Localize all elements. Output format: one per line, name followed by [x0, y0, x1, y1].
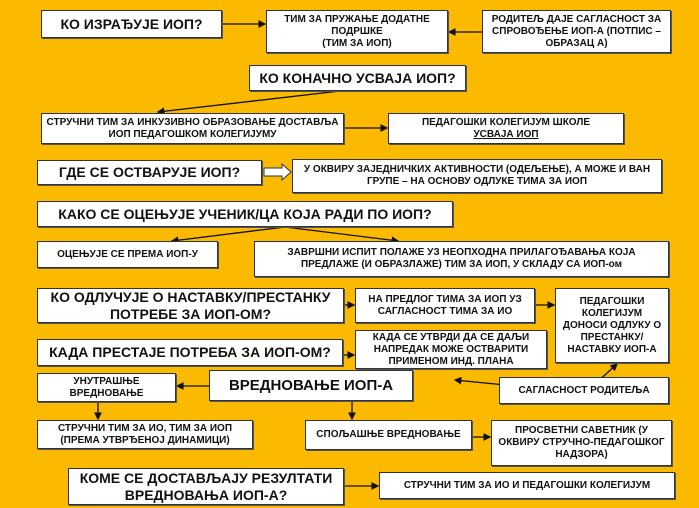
when-progress-box: КАДА СЕ УТВРДИ ДА СЕ ДАЉИ НАПРЕДАК МОЖЕ …: [355, 330, 547, 369]
where-answer: У ОКВИРУ ЗАЈЕДНИЧКИХ АКТИВНОСТИ (ОДЕЉЕЊЕ…: [292, 159, 662, 193]
internal-who-box: СТРУЧНИ ТИМ ЗА ИО, ТИМ ЗА ИОП (ПРЕМА УТВ…: [37, 420, 253, 449]
team-line1: ТИМ ЗА ПРУЖАЊЕ ДОДАТНЕ ПОДРШКЕ: [284, 13, 430, 37]
results-recipients-box: СТРУЧНИ ТИМ ЗА ИО И ПЕДАГОШКИ КОЛЕГИЈУМ: [379, 472, 675, 499]
question-who-adopts: КО КОНАЧНО УСВАЈА ИОП?: [249, 65, 466, 91]
proposal-box: НА ПРЕДЛОГ ТИМА ЗА ИОП УЗ САГЛАСНОСТ ТИМ…: [355, 288, 535, 323]
block-arrow: [263, 162, 292, 182]
arrow: [284, 226, 400, 245]
evaluation-title: ВРЕДНОВАЊЕ ИОП-А: [209, 370, 413, 401]
expert-team-box: СТРУЧНИ ТИМ ЗА ИНКУЗИВНО ОБРАЗОВАЊЕ ДОСТ…: [41, 113, 344, 144]
question-who-decides: КО ОДЛУЧУЈЕ О НАСТАВКУ/ПРЕСТАНКУ ПОТРЕБЕ…: [37, 288, 344, 323]
team-line2: (ТИМ ЗА ИОП): [322, 37, 392, 49]
collegium-adopts-box: ПЕДАГОШКИ КОЛЕГИЈУМ ШКОЛЕ УСВАЈА ИОП: [388, 113, 624, 144]
graded-by-box: ОЦЕЊУЈЕ СЕ ПРЕМА ИОП-У: [37, 241, 218, 268]
question-results-to: КОМЕ СЕ ДОСТАВЉАЈУ РЕЗУЛТАТИ ВРЕДНОВАЊА …: [68, 468, 344, 505]
final-exam-box: ЗАВРШНИ ИСПИТ ПОЛАЖЕ УЗ НЕОПХОДНА ПРИЛАГ…: [254, 241, 669, 277]
collegium-line1: ПЕДАГОШКИ КОЛЕГИЈУМ ШКОЛЕ: [421, 116, 591, 128]
question-who-creates: КО ИЗРАЂУЈЕ ИОП?: [41, 10, 222, 38]
external-evaluation-box: СПОЉАШЊЕ ВРЕДНОВАЊЕ: [305, 420, 472, 450]
parent-consent-small: САГЛАСНОСТ РОДИТЕЉА: [499, 377, 669, 404]
question-where: ГДЕ СЕ ОСТВАРУЈЕ ИОП?: [37, 160, 262, 185]
internal-evaluation-box: УНУТРАШЊЕ ВРЕДНОВАЊЕ: [37, 373, 176, 402]
team-for-iop: ТИМ ЗА ПРУЖАЊЕ ДОДАТНЕ ПОДРШКЕ (ТИМ ЗА И…: [266, 10, 448, 53]
question-when-ends: КАДА ПРЕСТАЈЕ ПОТРЕБА ЗА ИОП-ОМ?: [37, 339, 343, 366]
arrow: [156, 90, 341, 116]
question-how-graded: КАКО СЕ ОЦЕЊУЈЕ УЧЕНИК/ЦА КОЈА РАДИ ПО И…: [37, 201, 453, 227]
collegium-decides-box: ПЕДАГОШКИ КОЛЕГИЈУМ ДОНОСИ ОДЛУКУ О ПРЕС…: [555, 288, 669, 363]
arrow: [170, 226, 286, 245]
parent-consent-box: РОДИТЕЉ ДАЈЕ САГЛАСНОСТ ЗА СПРОВОЂЕЊЕ ИО…: [482, 10, 671, 53]
advisor-box: ПРОСВЕТНИ САВЕТНИК (У ОКВИРУ СТРУЧНО-ПЕД…: [491, 420, 672, 466]
collegium-line2: УСВАЈА ИОП: [473, 128, 539, 140]
